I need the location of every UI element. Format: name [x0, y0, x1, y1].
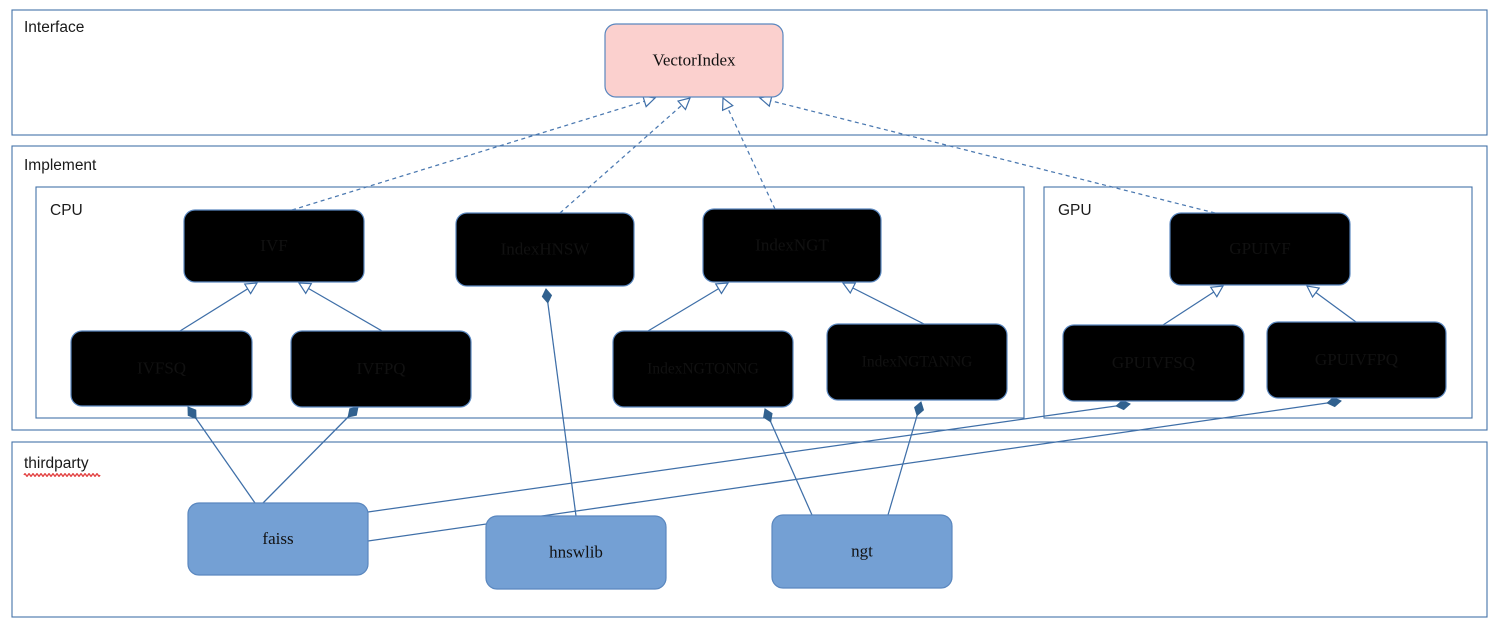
node-label-gpuivfsq: GPUIVFSQ	[1112, 353, 1195, 372]
node-label-ivf: IVF	[260, 236, 287, 255]
marker-filled-diamond-hnswlib	[541, 288, 553, 304]
node-label-gpuivf: GPUIVF	[1229, 239, 1290, 258]
marker-filled-diamond-ngt	[914, 401, 925, 417]
arrowhead-hollow-triangle-indexngt	[721, 96, 734, 112]
node-label-indexngt: IndexNGT	[755, 235, 829, 254]
arrowhead-hollow-triangle-gpuivfpq	[1305, 285, 1321, 299]
node-ngt[interactable]: ngt	[771, 514, 953, 589]
node-indexhnsw[interactable]: IndexHNSW	[455, 212, 635, 287]
node-box-gpuivfpq[interactable]	[1266, 321, 1447, 399]
node-hnswlib[interactable]: hnswlib	[485, 515, 667, 590]
edge-faiss-to-gpuivfsq	[367, 403, 1131, 513]
marker-filled-diamond-faiss	[187, 406, 197, 420]
node-box-ivfsq[interactable]	[70, 330, 253, 407]
node-box-ivfpq[interactable]	[290, 330, 472, 408]
node-label-gpuivfpq: GPUIVFPQ	[1315, 350, 1398, 369]
edge-ivfsq-to-ivf	[179, 282, 258, 332]
edge-gpuivfsq-to-gpuivf	[1162, 285, 1224, 326]
node-box-ivf[interactable]	[183, 209, 365, 283]
node-box-faiss[interactable]	[187, 502, 369, 576]
node-label-ivfsq: IVFSQ	[137, 358, 186, 377]
edge-ngt-to-indexngtonng	[764, 408, 813, 516]
group-label-interface: Interface	[24, 19, 84, 36]
edge-ivf-to-vectorindex	[291, 97, 656, 211]
node-box-indexngtanng[interactable]	[826, 323, 1008, 401]
node-label-ivfpq: IVFPQ	[356, 359, 405, 378]
group-label-gpu: GPU	[1058, 202, 1092, 219]
node-box-indexngtonng[interactable]	[612, 330, 794, 408]
node-label-ngt: ngt	[851, 541, 873, 560]
arrowhead-hollow-triangle-ivfpq	[297, 282, 313, 295]
group-label-cpu: CPU	[50, 202, 83, 219]
edge-indexngt-to-vectorindex	[722, 97, 776, 210]
node-label-indexngtanng: IndexNGTANNG	[862, 354, 973, 371]
node-ivfsq[interactable]: IVFSQ	[70, 330, 253, 407]
arrowhead-hollow-triangle-gpuivfsq	[1209, 285, 1225, 298]
node-label-indexhnsw: IndexHNSW	[501, 239, 591, 258]
edge-faiss-to-ivfpq	[262, 406, 359, 504]
node-indexngtonng[interactable]: IndexNGTONNG	[612, 330, 794, 408]
node-ivfpq[interactable]: IVFPQ	[290, 330, 472, 408]
node-label-hnswlib: hnswlib	[549, 542, 603, 561]
node-indexngt[interactable]: IndexNGT	[702, 208, 882, 283]
edge-hnswlib-to-indexhnsw	[545, 288, 577, 517]
edge-ngt-to-indexngtanng	[887, 401, 922, 516]
marker-filled-diamond-faiss	[1115, 399, 1131, 411]
edge-marker-layer	[187, 94, 1342, 423]
node-box-indexngt[interactable]	[702, 208, 882, 283]
node-label-indexngtonng: IndexNGTONNG	[647, 361, 759, 378]
node-box-vectorindex[interactable]	[604, 23, 784, 98]
edge-ivfpq-to-ivf	[298, 282, 383, 332]
node-ivf[interactable]: IVF	[183, 209, 365, 283]
arrowhead-hollow-triangle-ivfsq	[243, 282, 259, 295]
node-label-vectorindex: VectorIndex	[652, 50, 736, 69]
arrowhead-hollow-triangle-indexngtanng	[841, 282, 857, 295]
node-box-hnswlib[interactable]	[485, 515, 667, 590]
node-gpuivfpq[interactable]: GPUIVFPQ	[1266, 321, 1447, 399]
edge-indexhnsw-to-vectorindex	[559, 97, 691, 214]
edge-indexngtanng-to-indexngt	[842, 282, 925, 325]
arrowhead-hollow-triangle-indexhnsw	[676, 97, 691, 111]
node-faiss[interactable]: faiss	[187, 502, 369, 576]
node-box-ngt[interactable]	[771, 514, 953, 589]
node-indexngtanng[interactable]: IndexNGTANNG	[826, 323, 1008, 401]
node-box-gpuivf[interactable]	[1169, 212, 1351, 286]
spellcheck-underline-thirdparty	[23, 473, 101, 477]
marker-filled-diamond-ngt	[763, 408, 773, 423]
node-label-faiss: faiss	[262, 529, 293, 548]
marker-filled-diamond-faiss	[1326, 396, 1342, 408]
node-gpuivf[interactable]: GPUIVF	[1169, 212, 1351, 286]
arrowhead-hollow-triangle-indexngtonng	[714, 282, 730, 295]
marker-filled-diamond-faiss	[347, 406, 359, 418]
group-label-implement: Implement	[24, 157, 97, 174]
edge-gpuivf-to-vectorindex	[759, 97, 1216, 214]
edge-faiss-to-ivfsq	[187, 406, 256, 504]
node-box-gpuivfsq[interactable]	[1062, 324, 1245, 402]
node-vectorindex[interactable]: VectorIndex	[604, 23, 784, 98]
group-label-thirdparty: thirdparty	[24, 455, 89, 472]
node-gpuivfsq[interactable]: GPUIVFSQ	[1062, 324, 1245, 402]
node-box-indexhnsw[interactable]	[455, 212, 635, 287]
edge-indexngtonng-to-indexngt	[647, 282, 729, 332]
